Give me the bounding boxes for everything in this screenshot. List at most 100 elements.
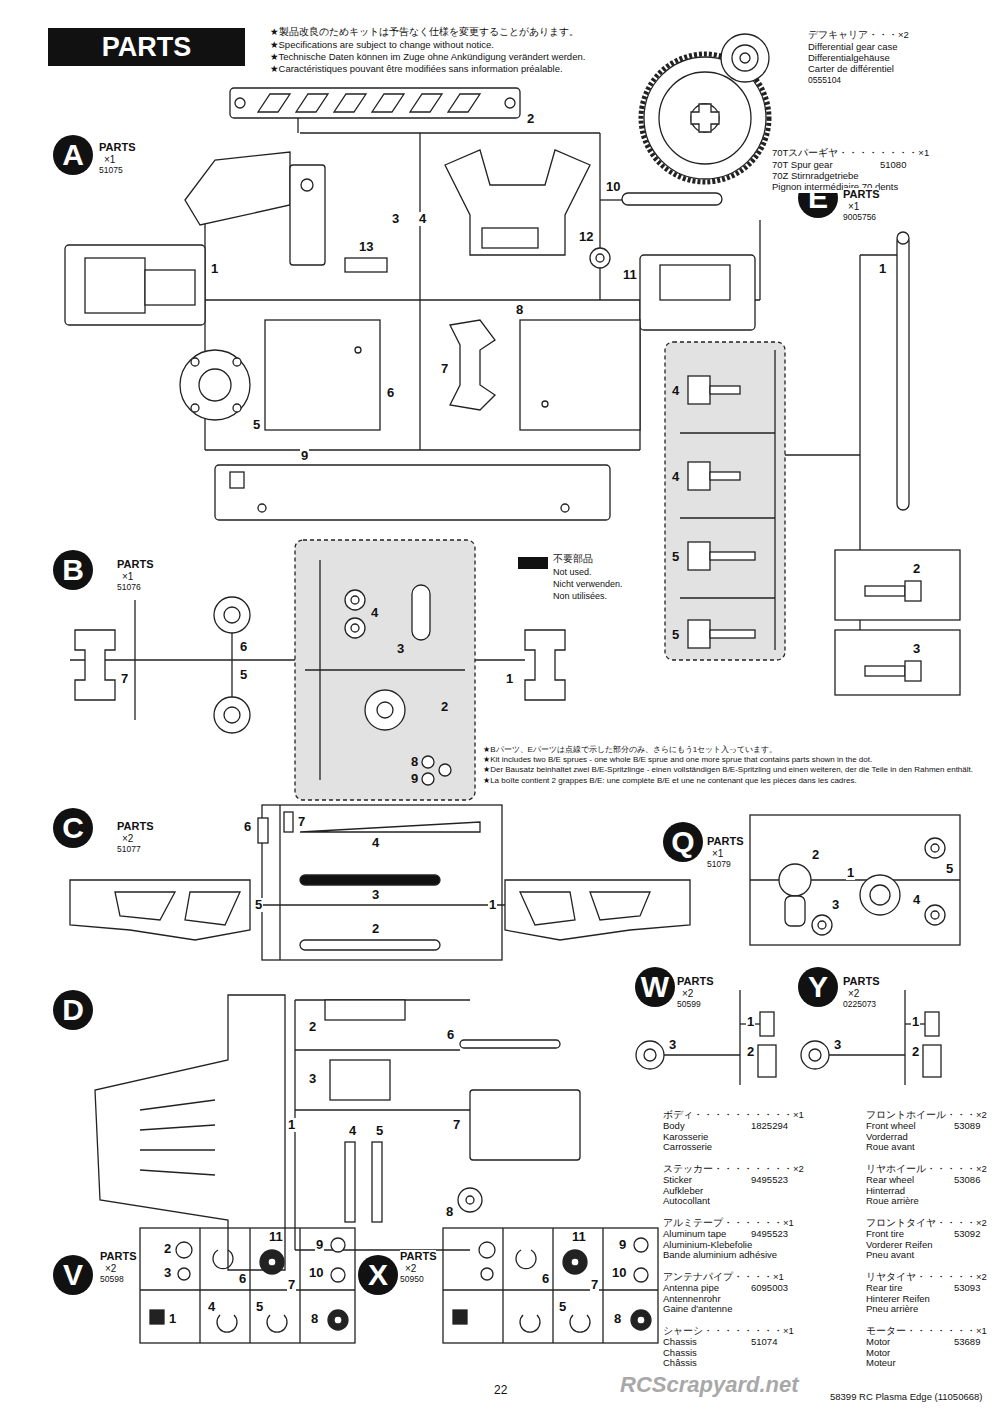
note-text: Non utilisées.: [553, 591, 607, 601]
callout-number: 6: [541, 1272, 550, 1286]
note-text: フロントホイール・・・×2: [866, 1110, 987, 1121]
sprue-letter: D: [62, 993, 84, 1027]
note-text: 0555104: [808, 76, 841, 86]
callout-number: 2: [912, 562, 921, 576]
callout-number: 4: [370, 606, 379, 620]
callout-number: 1: [911, 1015, 920, 1029]
callout-number: 3: [371, 888, 380, 902]
note-text: Motor: [866, 1337, 890, 1348]
note-text: Not used.: [553, 567, 592, 577]
note-text: Pneu arrière: [866, 1304, 918, 1315]
note-text: Front tire: [866, 1229, 904, 1240]
note-text: Roue arrière: [866, 1196, 919, 1207]
callout-number: 8: [613, 1312, 622, 1326]
callout-number: 2: [811, 848, 820, 862]
note-text: ボディ・・・・・・・・・・×1: [663, 1110, 804, 1121]
callout-number: 3: [833, 1038, 842, 1052]
note-text: ★Caractéristiques pouvant être modifiées…: [270, 64, 563, 75]
callout-number: 5: [255, 1300, 264, 1314]
note-text: Bande aluminium adhésive: [663, 1250, 777, 1261]
parts-heading: PARTS: [843, 975, 879, 988]
sprue-letter-badge: Q: [663, 822, 703, 862]
callout-number: 4: [371, 836, 380, 850]
note-text: 53689: [954, 1337, 980, 1348]
note-text: 53089: [954, 1121, 980, 1132]
callout-number: 1: [878, 262, 887, 276]
callout-number: 7: [297, 815, 306, 829]
sprue-letter-badge: D: [53, 990, 93, 1030]
sprue-letter-badge: Y: [798, 967, 838, 1007]
callout-number: 3: [396, 642, 405, 656]
callout-number: 7: [120, 672, 129, 686]
note-text: Front wheel: [866, 1121, 916, 1132]
note-text: ★La boîte contient 2 grappes B/E: une co…: [483, 776, 988, 785]
note-text: ステッカー・・・・・・・・×2: [663, 1164, 804, 1175]
note-text: 22: [494, 1384, 507, 1398]
callout-number: 1: [746, 1015, 755, 1029]
note-text: 0225073: [843, 1000, 876, 1010]
parts-heading: PARTS: [843, 188, 879, 201]
note-text: Differentialgehäuse: [808, 53, 890, 64]
callout-number: 7: [590, 1278, 599, 1292]
note-text: 51080: [880, 160, 906, 171]
note-text: 53092: [954, 1229, 980, 1240]
section-title: PARTS: [102, 32, 192, 63]
callout-number: 1: [846, 866, 855, 880]
note-text: Chassis: [663, 1337, 697, 1348]
callout-number: 11: [268, 1230, 284, 1244]
callout-number: 3: [831, 898, 840, 912]
note-text: Roue avant: [866, 1142, 915, 1153]
note-text: Antennenrohr: [663, 1294, 721, 1305]
callout-number: 2: [526, 112, 535, 126]
callout-number: 1: [287, 1118, 296, 1132]
callout-number: 1: [210, 262, 219, 276]
note-text: リヤホイール・・・・・×2: [866, 1164, 987, 1175]
note-text: 51077: [117, 845, 141, 855]
note-text: モーター・・・・・・・×1: [866, 1326, 987, 1337]
callout-number: 7: [452, 1118, 461, 1132]
note-text: 70Z Stirnradgetriebe: [772, 171, 859, 182]
note-text: ×1: [122, 571, 133, 583]
callout-number: 2: [440, 700, 449, 714]
parts-heading: PARTS: [707, 835, 743, 848]
watermark: RCScrapyard.net: [620, 1372, 799, 1397]
callout-number: 4: [671, 384, 680, 398]
callout-number: 1: [168, 1312, 177, 1326]
note-text: Gaine d'antenne: [663, 1304, 732, 1315]
note-text: ×1: [848, 201, 859, 213]
sprue-letter: V: [63, 1258, 83, 1292]
callout-number: 2: [308, 1020, 317, 1034]
note-text: 6095003: [751, 1283, 788, 1294]
note-text: ×1: [712, 848, 723, 860]
sprue-letter: W: [641, 970, 669, 1004]
callout-number: 10: [605, 180, 621, 194]
note-text: 9495523: [751, 1175, 788, 1186]
note-text: 51075: [99, 166, 123, 176]
callout-number: 8: [515, 303, 524, 317]
sprue-letter: C: [62, 811, 84, 845]
callout-number: 4: [348, 1124, 357, 1138]
note-text: Motor: [866, 1348, 890, 1359]
note-text: 50950: [400, 1275, 424, 1285]
note-text: Body: [663, 1121, 685, 1132]
callout-number: 9: [300, 449, 309, 463]
callout-number: 9: [315, 1238, 324, 1252]
note-text: Aufkleber: [663, 1186, 703, 1197]
note-text: 50598: [100, 1275, 124, 1285]
note-text: アンテナパイプ・・・・×1: [663, 1272, 784, 1283]
note-text: ×2: [405, 1263, 416, 1275]
sprue-letter-badge: V: [53, 1255, 93, 1295]
note-text: Aluminum tape: [663, 1229, 726, 1240]
sprue-letter-badge: X: [358, 1255, 398, 1295]
callout-number: 2: [163, 1242, 172, 1256]
note-text: ★Kit includes two B/E sprues - one whole…: [483, 755, 988, 764]
callout-number: 1: [505, 672, 514, 686]
callout-number: 3: [163, 1266, 172, 1280]
callout-number: 6: [386, 386, 395, 400]
callout-number: 2: [746, 1045, 755, 1059]
callout-number: 4: [418, 212, 427, 226]
callout-number: 8: [445, 1205, 454, 1219]
parts-heading: PARTS: [117, 820, 153, 833]
note-text: 58399 RC Plasma Edge (11050668): [830, 1392, 982, 1403]
note-text: 70T Spur gear: [772, 160, 833, 171]
